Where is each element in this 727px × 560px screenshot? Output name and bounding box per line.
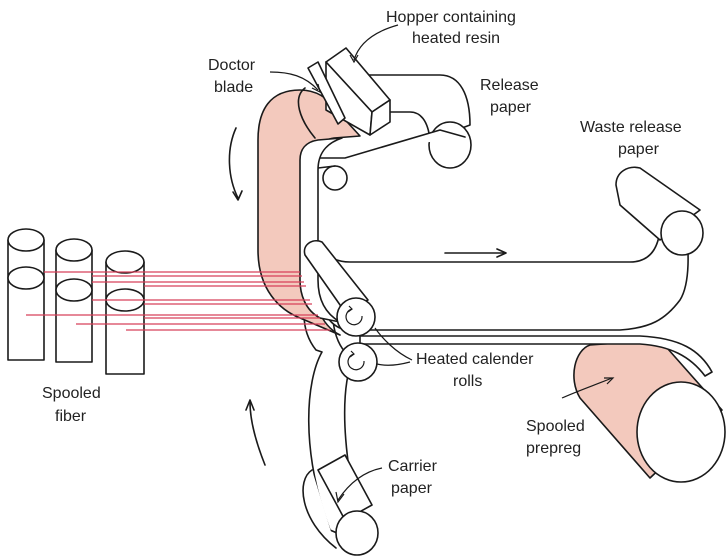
fiber-spool-3 (106, 251, 144, 374)
fiber-spool-2 (56, 239, 92, 362)
release-paper-guide-roll (318, 166, 347, 190)
label-heated-line2: rolls (453, 373, 482, 390)
label-release-line2: paper (490, 99, 532, 116)
fiber-spool-1 (8, 229, 44, 360)
label-waste-line1: Waste release (580, 119, 682, 136)
bottom-calender-roll (339, 343, 377, 381)
label-carrier-line2: paper (391, 480, 433, 497)
label-spooled-fiber-line1: Spooled (42, 385, 101, 402)
label-hopper-line1: Hopper containing (386, 9, 516, 26)
flow-arrow-right (445, 249, 506, 257)
label-release-line1: Release (480, 77, 539, 94)
label-hopper-line2: heated resin (412, 30, 500, 47)
label-doctor-line1: Doctor (208, 57, 256, 74)
label-waste-line2: paper (618, 141, 660, 158)
label-prepreg-line1: Spooled (526, 418, 585, 435)
flow-arrow-carrier (246, 400, 265, 465)
label-heated-line1: Heated calender (416, 351, 534, 368)
flow-arrow-left (229, 128, 242, 200)
label-doctor-line2: blade (214, 79, 253, 96)
label-prepreg-line2: prepreg (526, 440, 581, 457)
label-spooled-fiber-line2: fiber (55, 408, 87, 425)
label-carrier-line1: Carrier (388, 458, 438, 475)
